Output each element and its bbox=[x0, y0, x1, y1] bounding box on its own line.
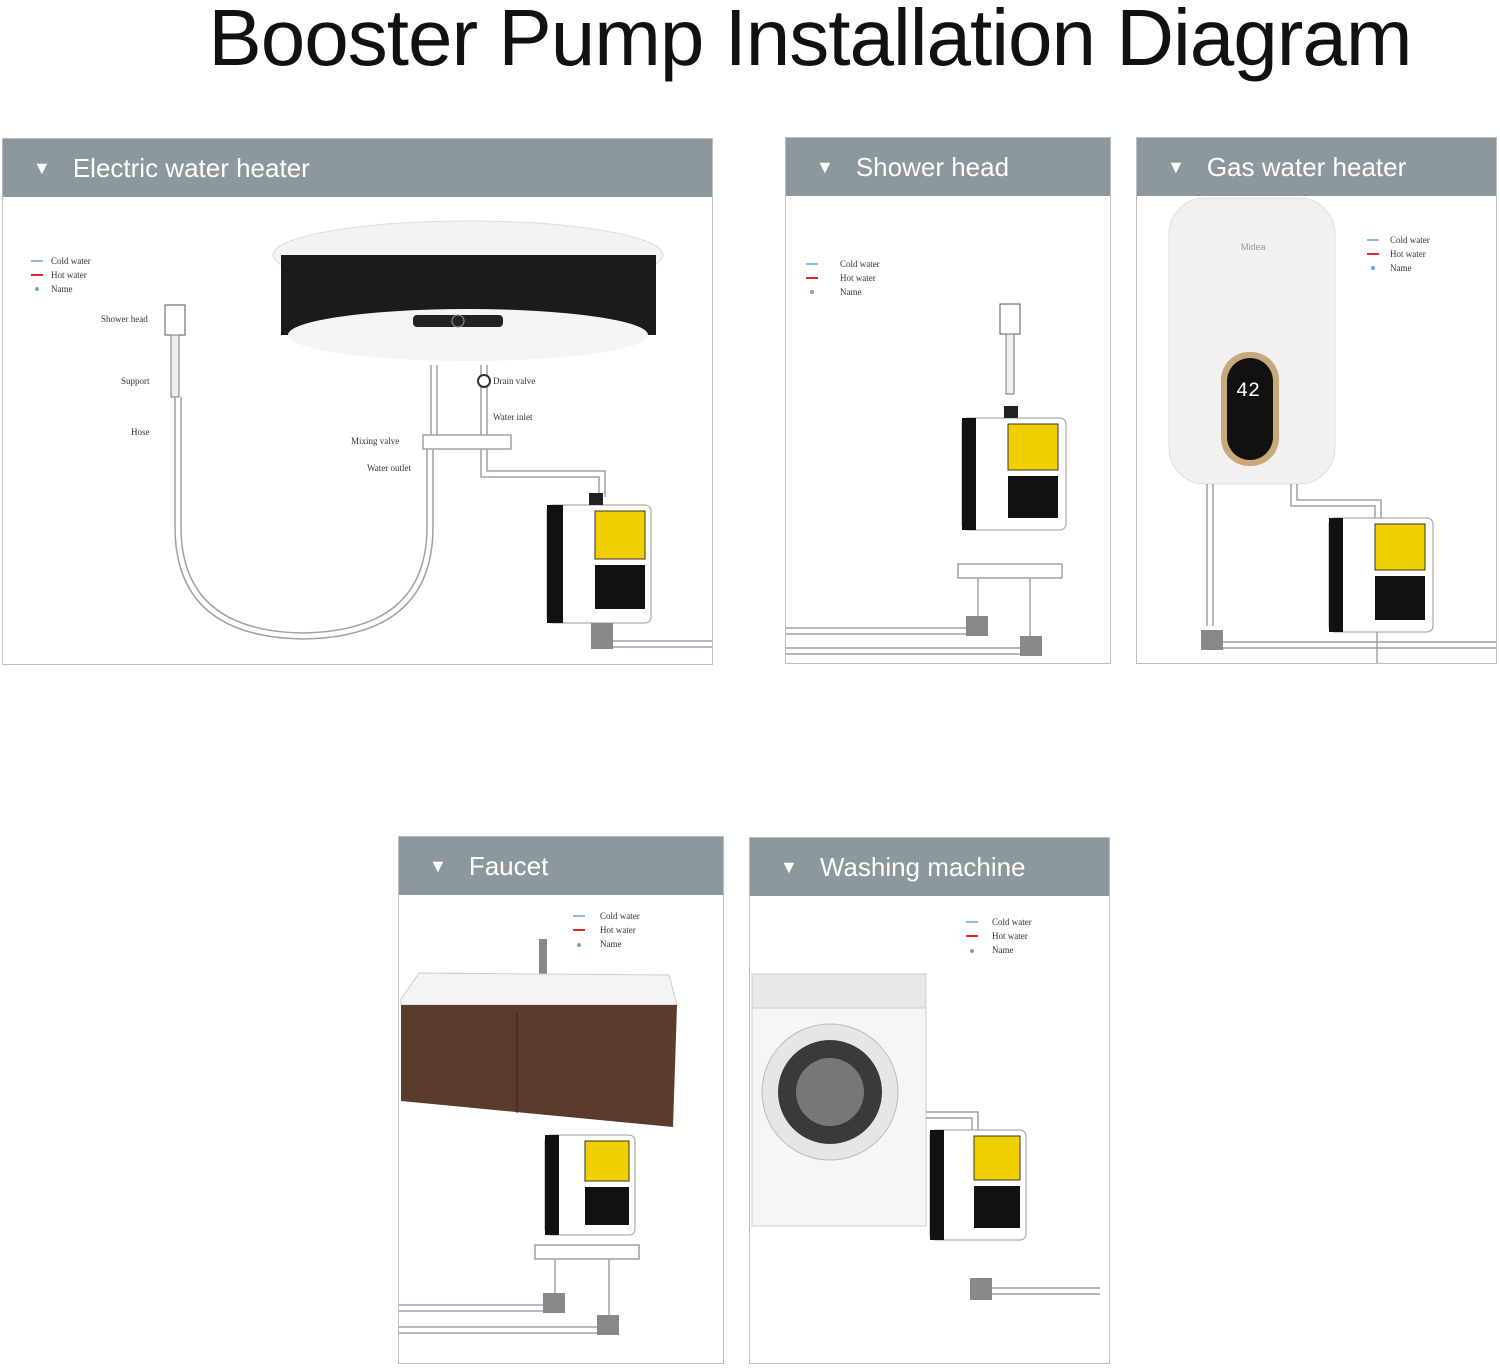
pipes bbox=[926, 1111, 1100, 1295]
pipes bbox=[786, 563, 1063, 655]
legend-hot: Hot water bbox=[600, 925, 636, 935]
triangle-down-icon: ▼ bbox=[33, 157, 51, 178]
electric-diagram: Cold water Hot water Name Shower head Su… bbox=[31, 220, 712, 649]
elbow-fitting bbox=[543, 1293, 565, 1313]
faucet-diagram: Cold water Hot water Name bbox=[399, 911, 678, 1335]
legend-hot: Hot water bbox=[1390, 249, 1426, 259]
pipes bbox=[1206, 484, 1496, 663]
legend-cold: Cold water bbox=[1390, 235, 1430, 245]
panel-title: Faucet bbox=[468, 850, 549, 881]
label-support: Support bbox=[121, 376, 150, 386]
legend: Cold water Hot water Name bbox=[966, 917, 1032, 955]
elbow-fitting bbox=[966, 616, 988, 636]
elbow-fitting bbox=[597, 1315, 619, 1335]
panel-shower-head: ▼ Shower head Cold water Hot water Name bbox=[785, 137, 1111, 664]
pipes bbox=[174, 365, 712, 648]
gas-heater-illustration: Midea 42 bbox=[1168, 197, 1336, 485]
drain-valve-icon bbox=[477, 374, 491, 388]
legend-hot: Hot water bbox=[992, 931, 1028, 941]
panel-header: ▼ Gas water heater bbox=[1137, 138, 1496, 196]
label-shower-head: Shower head bbox=[101, 314, 148, 324]
legend-name: Name bbox=[992, 945, 1014, 955]
panel-header: ▼ Electric water heater bbox=[3, 139, 712, 197]
triangle-down-icon: ▼ bbox=[816, 156, 834, 177]
panel-gas-water-heater: ▼ Gas water heater Midea 42 Cold water H… bbox=[1136, 137, 1497, 664]
electric-heater-illustration bbox=[272, 220, 664, 361]
booster-pump-illustration bbox=[1328, 517, 1434, 633]
label-mixing-valve: Mixing valve bbox=[351, 436, 399, 446]
label-water-outlet: Water outlet bbox=[367, 463, 412, 473]
panel-header: ▼ Washing machine bbox=[750, 838, 1109, 896]
label-water-inlet: Water inlet bbox=[493, 412, 533, 422]
washing-diagram: Cold water Hot water Name bbox=[751, 917, 1100, 1300]
panel-title: Washing machine bbox=[819, 851, 1026, 882]
triangle-down-icon: ▼ bbox=[1167, 156, 1185, 177]
legend-cold: Cold water bbox=[992, 917, 1032, 927]
elbow-fitting bbox=[1201, 630, 1223, 650]
panel-title: Electric water heater bbox=[72, 152, 310, 183]
booster-pump-illustration bbox=[961, 406, 1067, 531]
legend-hot: Hot water bbox=[840, 273, 876, 283]
panel-faucet: ▼ Faucet Cold water Hot water Name bbox=[398, 836, 724, 1364]
legend: Cold water Hot water Name bbox=[806, 259, 880, 297]
panel-washing-machine: ▼ Washing machine Cold water Hot water N… bbox=[749, 837, 1110, 1364]
temperature-display: 42 bbox=[1236, 380, 1260, 403]
gas-diagram: Midea 42 Cold water Hot water Name bbox=[1168, 197, 1496, 663]
legend: Cold water Hot water Name bbox=[1367, 235, 1430, 273]
panel-electric-water-heater: ▼ Electric water heater Cold water Hot w… bbox=[2, 138, 713, 665]
booster-pump-illustration bbox=[929, 1129, 1027, 1241]
brand-logo: Midea bbox=[1241, 242, 1266, 252]
panel-title: Shower head bbox=[855, 151, 1010, 182]
sink-cabinet-illustration bbox=[400, 939, 678, 1127]
legend-cold: Cold water bbox=[51, 256, 91, 266]
booster-pump-illustration bbox=[546, 493, 652, 649]
washing-machine-illustration bbox=[751, 973, 927, 1227]
legend-cold: Cold water bbox=[840, 259, 880, 269]
elbow-fitting bbox=[1020, 636, 1042, 656]
legend-hot: Hot water bbox=[51, 270, 87, 280]
shower-head-illustration bbox=[999, 303, 1021, 395]
panel-header: ▼ Shower head bbox=[786, 138, 1110, 196]
triangle-down-icon: ▼ bbox=[429, 855, 447, 876]
panel-header: ▼ Faucet bbox=[399, 837, 723, 895]
label-drain-valve: Drain valve bbox=[493, 376, 535, 386]
shower-head-illustration bbox=[164, 304, 186, 398]
legend-name: Name bbox=[1390, 263, 1412, 273]
legend-cold: Cold water bbox=[600, 911, 640, 921]
legend: Cold water Hot water Name bbox=[31, 256, 91, 294]
pipes bbox=[399, 1244, 640, 1334]
legend-name: Name bbox=[840, 287, 862, 297]
legend-name: Name bbox=[600, 939, 622, 949]
label-hose: Hose bbox=[131, 427, 150, 437]
legend-name: Name bbox=[51, 284, 73, 294]
page-title: Booster Pump Installation Diagram bbox=[208, 0, 1412, 82]
panel-title: Gas water heater bbox=[1206, 151, 1407, 182]
booster-pump-illustration bbox=[544, 1134, 636, 1236]
elbow-fitting bbox=[970, 1278, 992, 1300]
legend: Cold water Hot water Name bbox=[573, 911, 640, 949]
shower-diagram: Cold water Hot water Name bbox=[786, 259, 1067, 656]
triangle-down-icon: ▼ bbox=[780, 856, 798, 877]
